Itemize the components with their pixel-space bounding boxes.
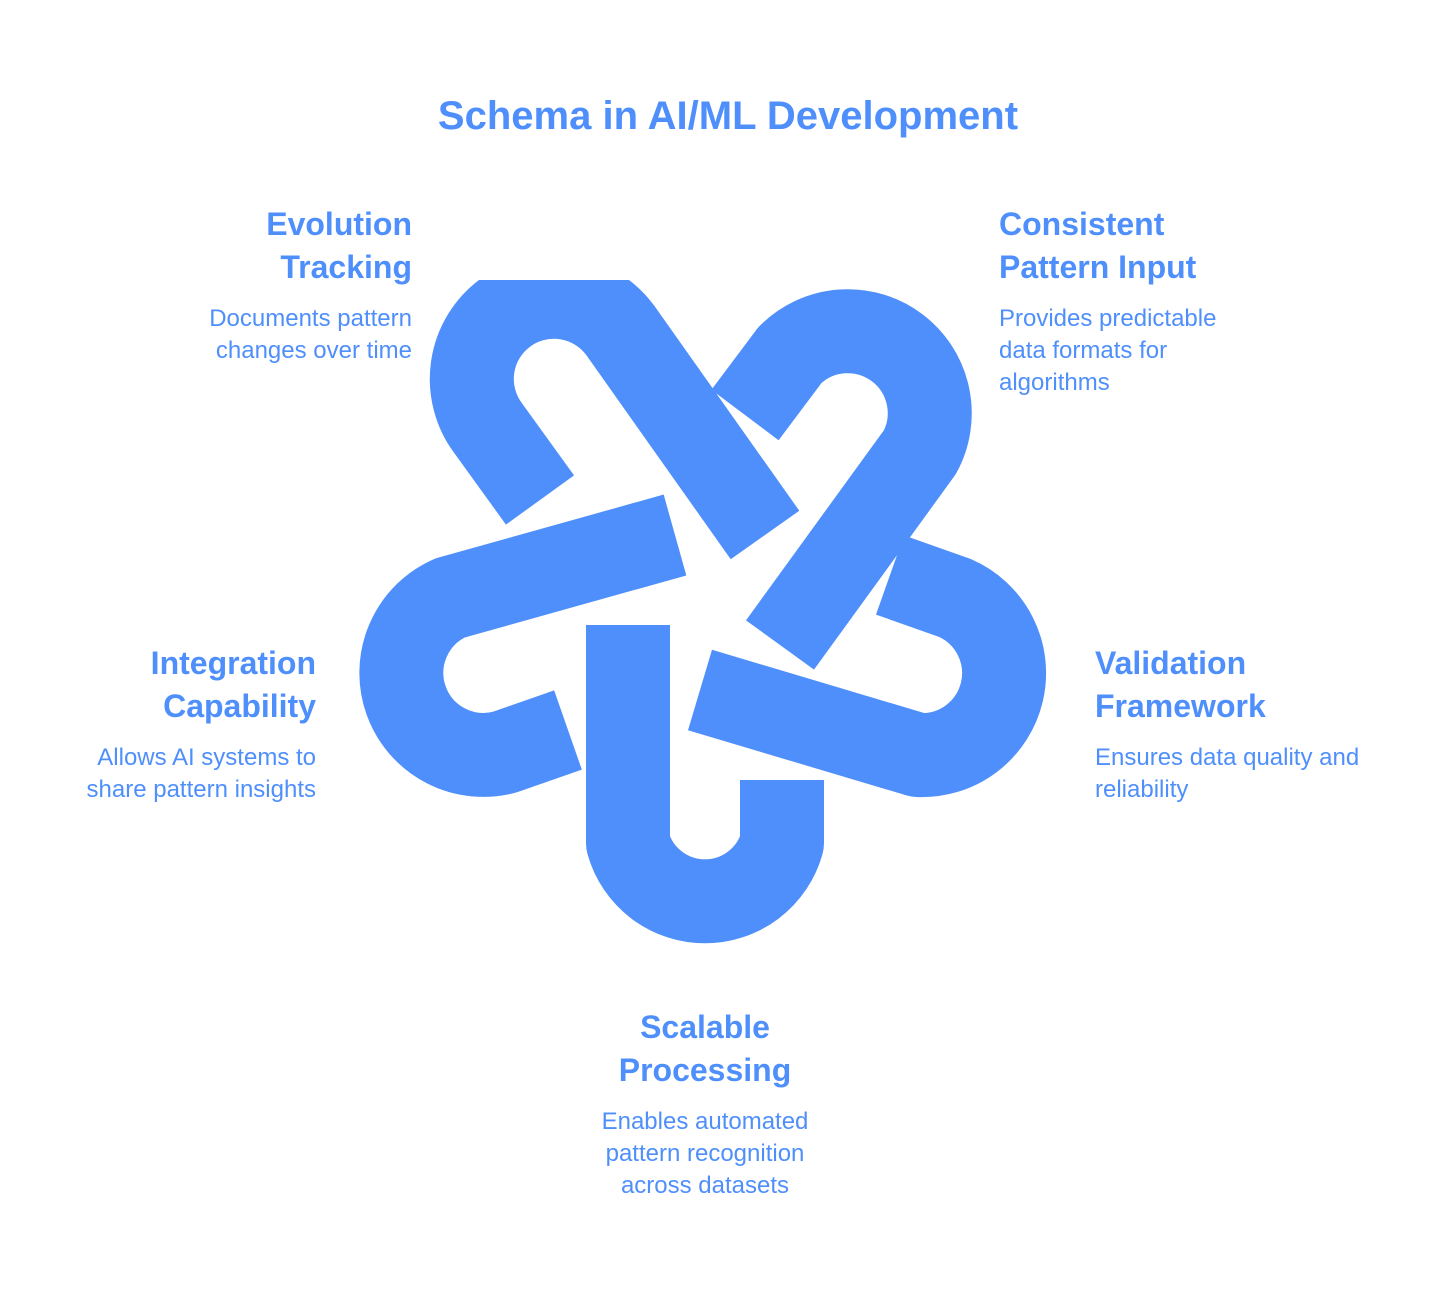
- item-integration-capability: Integration Capability Allows AI systems…: [0, 642, 316, 806]
- item-heading-line: Tracking: [280, 249, 412, 285]
- item-desc-line: algorithms: [999, 369, 1110, 396]
- item-desc-line: Documents pattern: [209, 305, 412, 332]
- item-desc-line: pattern recognition: [605, 1140, 805, 1167]
- item-scalable-processing: Scalable Processing Enables automated pa…: [505, 1006, 905, 1202]
- item-desc-line: Ensures data quality and: [1095, 744, 1360, 771]
- item-heading-line: Pattern Input: [999, 249, 1197, 285]
- item-description: Provides predictable data formats for al…: [999, 303, 1419, 399]
- item-heading-line: Validation: [1095, 645, 1247, 681]
- knot-loop-top-left: [429, 280, 800, 560]
- item-desc-line: Provides predictable: [999, 305, 1217, 332]
- item-heading: Consistent Pattern Input: [999, 203, 1419, 289]
- item-heading-line: Framework: [1095, 688, 1266, 724]
- item-description: Allows AI systems to share pattern insig…: [0, 742, 316, 806]
- item-heading-line: Integration: [150, 645, 316, 681]
- item-evolution-tracking: Evolution Tracking Documents pattern cha…: [32, 203, 412, 367]
- knot-loop-right: [687, 535, 1047, 798]
- item-description: Enables automated pattern recognition ac…: [505, 1106, 905, 1202]
- item-heading-line: Capability: [163, 688, 316, 724]
- knot-loop-bottom: [586, 625, 824, 944]
- knot-loop-top-right: [711, 289, 972, 670]
- item-heading-line: Processing: [618, 1052, 792, 1088]
- item-heading: Scalable Processing: [505, 1006, 905, 1092]
- item-desc-line: Allows AI systems to: [97, 744, 316, 771]
- item-heading: Evolution Tracking: [32, 203, 412, 289]
- item-description: Ensures data quality and reliability: [1095, 742, 1435, 806]
- knot-loop-left: [359, 494, 687, 797]
- item-heading-line: Consistent: [999, 206, 1165, 242]
- item-desc-line: Enables automated: [601, 1108, 809, 1135]
- item-desc-line: data formats for: [999, 337, 1168, 364]
- item-desc-line: reliability: [1095, 776, 1189, 803]
- diagram-title: Schema in AI/ML Development: [437, 94, 1019, 138]
- item-desc-line: across datasets: [620, 1172, 790, 1199]
- item-consistent-pattern-input: Consistent Pattern Input Provides predic…: [999, 203, 1419, 399]
- item-validation-framework: Validation Framework Ensures data qualit…: [1095, 642, 1435, 806]
- item-desc-line: changes over time: [215, 337, 412, 364]
- item-heading-line: Evolution: [266, 206, 412, 242]
- item-heading-line: Scalable: [640, 1009, 770, 1045]
- item-heading: Validation Framework: [1095, 642, 1435, 728]
- item-desc-line: share pattern insights: [86, 776, 316, 803]
- knot-loops: [359, 280, 1047, 944]
- five-loop-knot-icon: [359, 280, 1047, 944]
- item-description: Documents pattern changes over time: [32, 303, 412, 367]
- item-heading: Integration Capability: [0, 642, 316, 728]
